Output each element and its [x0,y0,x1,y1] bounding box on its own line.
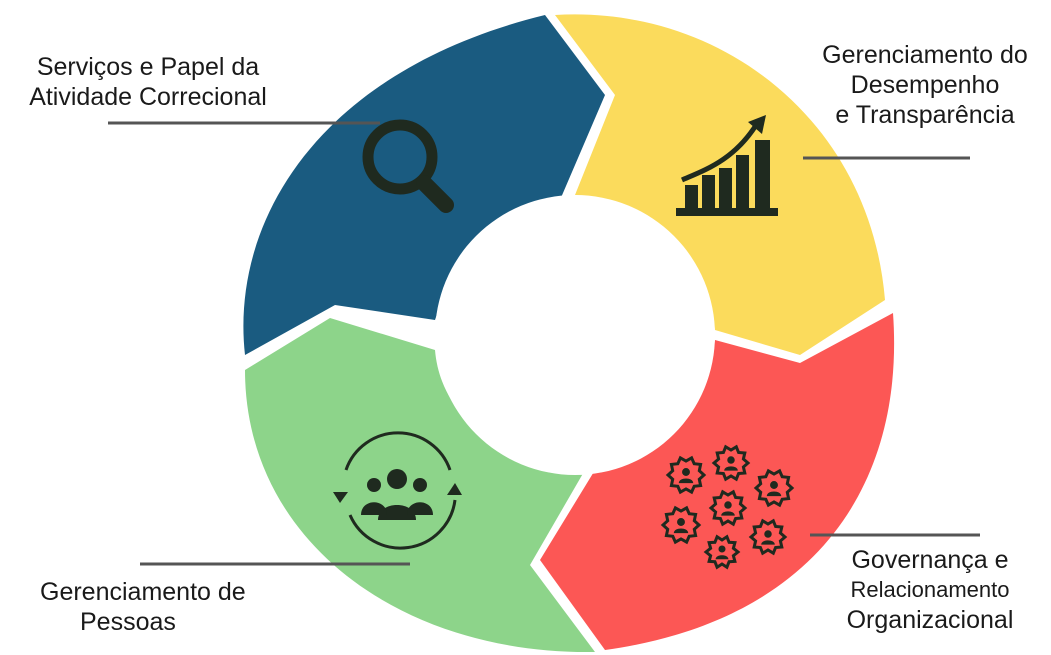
growth-bar-chart-icon [676,115,778,216]
label-governanca: Governança e Relacionamento Organizacion… [820,545,1040,635]
gear-network-icon [660,444,795,570]
label-gerenciamento-pessoas: Gerenciamento de Pessoas [40,577,270,637]
label-line: Organizacional [846,606,1014,634]
label-line: Pessoas [80,608,176,636]
label-line: Gerenciamento de [40,578,246,606]
center-hole [435,195,715,475]
label-line: Governança e [851,546,1009,574]
label-line: Atividade Correcional [29,83,267,111]
people-cycle-icon [333,431,462,550]
label-line: Relacionamento [850,577,1010,602]
label-line: Desempenho [850,71,1000,99]
label-servicos-papel: Serviços e Papel da Atividade Correciona… [22,52,274,112]
label-line: Gerenciamento do [822,41,1028,69]
label-line: Serviços e Papel da [36,53,260,81]
label-gerenciamento-desempenho: Gerenciamento do Desempenho e Transparên… [805,40,1045,130]
label-line: e Transparência [835,101,1015,129]
segment-red [540,313,895,650]
magnifier-icon [362,119,454,213]
